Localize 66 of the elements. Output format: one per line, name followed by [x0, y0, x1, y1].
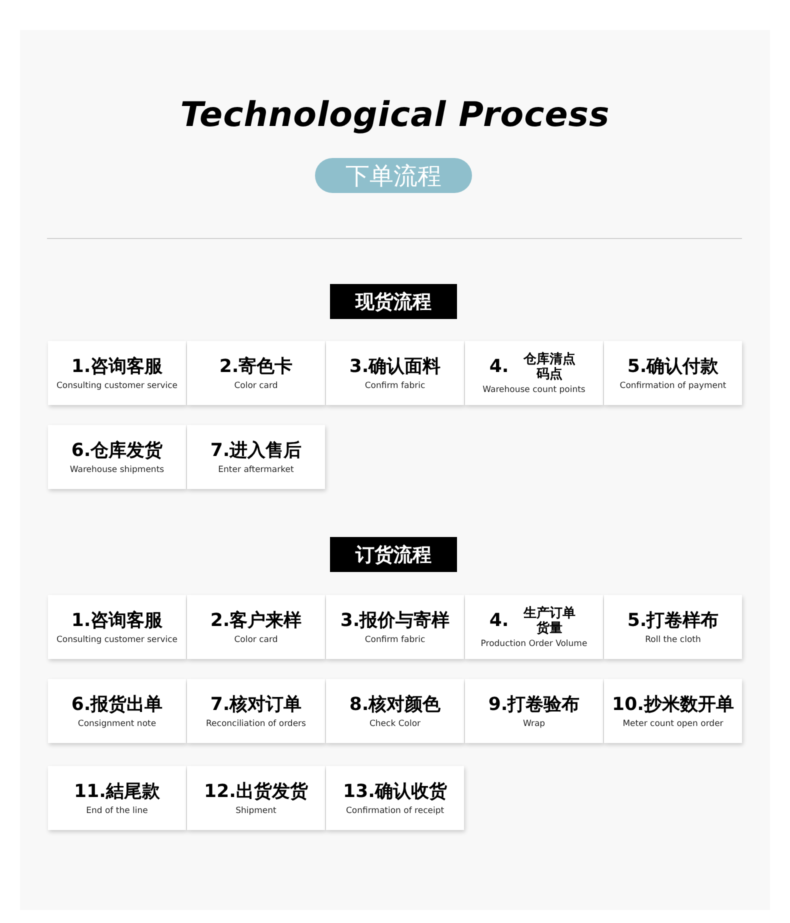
step-card	[48, 679, 186, 743]
step-card	[48, 425, 186, 489]
step-number: 4.	[489, 356, 509, 377]
step-title: 生产订单货量	[522, 606, 577, 636]
step-subtitle: Confirm fabric	[364, 380, 426, 390]
step-subtitle: Warehouse count points	[482, 384, 586, 394]
step-title: 7.核对订单	[210, 694, 302, 716]
step-title: 5.确认付款	[627, 356, 719, 378]
step-subtitle: Color card	[234, 634, 278, 644]
step-title: 10.抄米数开单	[612, 694, 734, 716]
step-card	[187, 766, 325, 830]
step-title: 2.寄色卡	[219, 356, 293, 378]
step-subtitle: Consulting customer service	[56, 380, 178, 390]
step-card	[187, 595, 325, 659]
step-card	[465, 679, 603, 743]
step-subtitle: Wrap	[522, 718, 546, 728]
step-title: 6.仓库发货	[71, 440, 163, 462]
step-card	[465, 341, 603, 405]
step-card	[187, 341, 325, 405]
step-subtitle: Color card	[234, 380, 278, 390]
title: Technological Process	[180, 95, 610, 135]
section-header: 现货流程	[330, 284, 457, 319]
step-subtitle: End of the line	[86, 806, 148, 816]
step-subtitle: Confirm fabric	[364, 634, 426, 644]
step-subtitle: Enter aftermarket	[218, 464, 294, 474]
step-subtitle: Warehouse shipments	[70, 464, 164, 474]
step-title: 3.报价与寄样	[340, 610, 450, 632]
step-title: 1.咨询客服	[71, 610, 163, 632]
step-card	[604, 595, 742, 659]
step-title: 6.报货出单	[71, 694, 163, 716]
step-card	[48, 341, 186, 405]
step-card	[604, 679, 742, 743]
step-title: 11.結尾款	[74, 780, 160, 802]
step-title: 12.出货发货	[204, 780, 308, 802]
step-card	[326, 766, 464, 830]
step-subtitle: Confirmation of payment	[620, 380, 726, 390]
step-card	[326, 679, 464, 743]
step-card	[187, 679, 325, 743]
step-card	[326, 341, 464, 405]
step-title: 1.咨询客服	[71, 356, 163, 378]
step-title: 5.打卷样布	[627, 610, 719, 632]
step-card	[326, 595, 464, 659]
step-card	[48, 595, 186, 659]
step-card	[465, 595, 603, 659]
step-subtitle: Roll the cloth	[645, 634, 701, 644]
step-subtitle: Shipment	[236, 806, 276, 816]
step-title: 7.进入售后	[210, 440, 302, 462]
step-subtitle: Consignment note	[78, 718, 156, 728]
pill-badge: 下单流程	[315, 158, 472, 193]
step-title: 2.客户来样	[210, 610, 302, 632]
step-number: 4.	[489, 610, 509, 631]
step-title: 3.确认面料	[349, 356, 441, 378]
step-title: 8.核对颜色	[349, 694, 441, 716]
step-subtitle: Check Color	[369, 718, 421, 728]
step-subtitle: Reconciliation of orders	[206, 718, 306, 728]
step-subtitle: Meter count open order	[622, 718, 724, 728]
step-subtitle: Consulting customer service	[56, 634, 178, 644]
step-subtitle: Production Order Volume	[480, 638, 588, 648]
step-card	[187, 425, 325, 489]
section-header: 订货流程	[330, 537, 457, 572]
step-subtitle: Confirmation of receipt	[346, 806, 444, 816]
step-title: 9.打卷验布	[488, 694, 580, 716]
step-title: 仓库清点码点	[522, 352, 577, 382]
step-card	[48, 766, 186, 830]
step-title: 13.确认收货	[343, 780, 447, 802]
step-card	[604, 341, 742, 405]
